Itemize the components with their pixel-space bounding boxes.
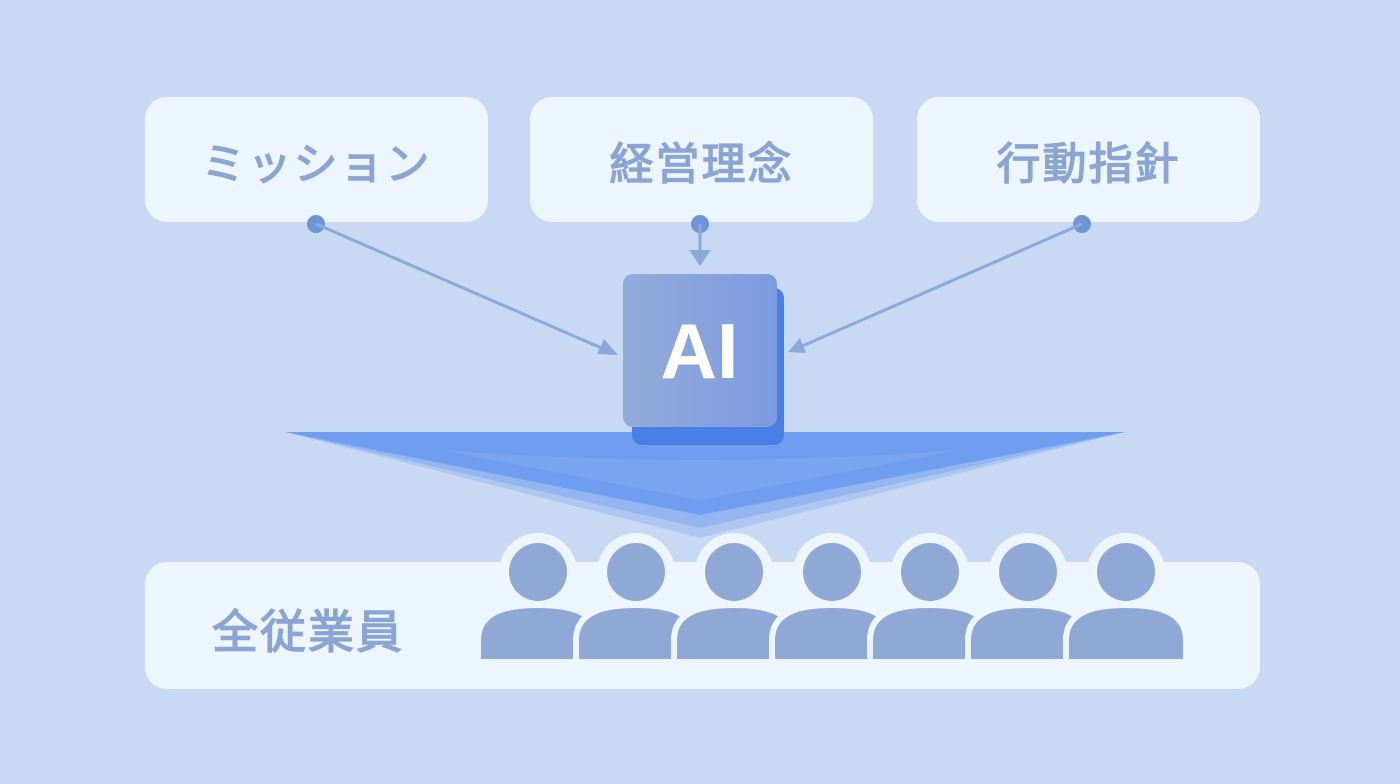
code-of-conduct-label: 行動指針 [996,138,1181,190]
employee-icons [475,533,1189,665]
person-icon [769,533,895,665]
person-icon [573,533,699,665]
connector-philosophy [689,215,711,266]
person-icon [671,533,797,665]
connector-mission [307,215,618,355]
ai-label: AI [660,306,739,395]
mission-label: ミッション [201,138,432,190]
mission-box: ミッション [145,97,488,222]
person-icon [1063,533,1189,665]
management-philosophy-label: 経営理念 [609,138,794,190]
code-of-conduct-box: 行動指針 [917,97,1260,222]
person-icon [867,533,993,665]
person-icon [965,533,1091,665]
all-employees-label: 全従業員 [212,605,404,659]
management-philosophy-box: 経営理念 [530,97,873,222]
distribution-funnel [285,432,1125,538]
ai-box [623,274,784,445]
connector-guideline [788,215,1091,353]
